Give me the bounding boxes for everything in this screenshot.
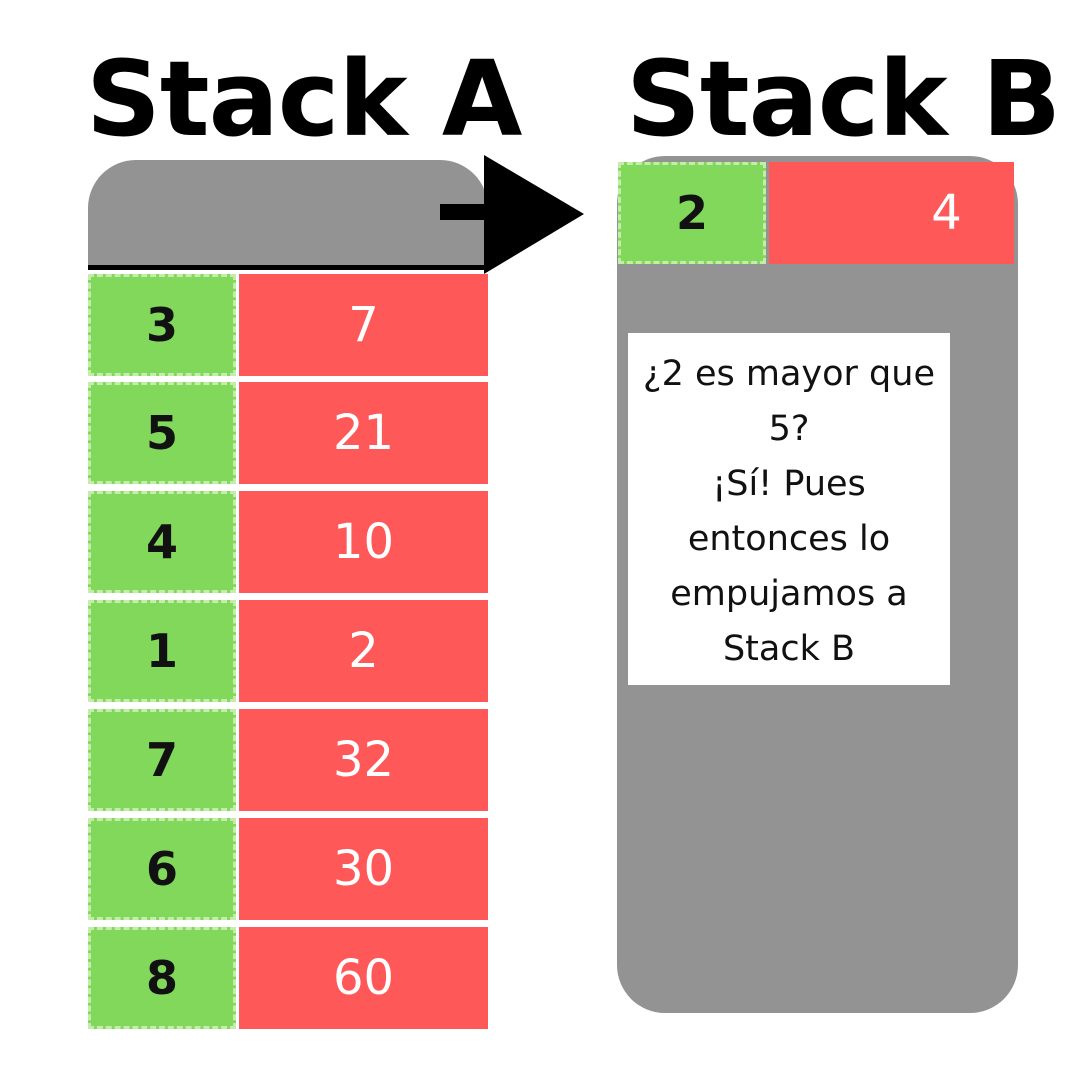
item-value: 10 bbox=[239, 491, 488, 593]
item-index: 7 bbox=[88, 709, 236, 811]
item-value: 30 bbox=[239, 818, 488, 920]
stack-a-item: 7 32 bbox=[88, 709, 488, 811]
item-index: 6 bbox=[88, 818, 236, 920]
item-index: 8 bbox=[88, 927, 236, 1029]
explanation-line: 5? bbox=[768, 409, 810, 449]
stack-a-item: 5 21 bbox=[88, 382, 488, 484]
explanation-line: ¡Sí! Pues bbox=[712, 464, 866, 504]
item-index: 3 bbox=[88, 274, 236, 376]
stack-a-item: 8 60 bbox=[88, 927, 488, 1029]
item-value: 21 bbox=[239, 382, 488, 484]
stack-a-container bbox=[88, 160, 488, 270]
item-value: 60 bbox=[239, 927, 488, 1029]
arrow-right-icon bbox=[440, 155, 584, 274]
explanation-line: entonces lo bbox=[687, 519, 891, 559]
stack-a-item: 3 7 bbox=[88, 274, 488, 376]
item-value: 2 bbox=[239, 600, 488, 702]
stack-a-item: 1 2 bbox=[88, 600, 488, 702]
explanation-box: ¿2 es mayor que 5? ¡Sí! Pues entonces lo… bbox=[628, 333, 950, 685]
item-value: 32 bbox=[239, 709, 488, 811]
item-index: 1 bbox=[88, 600, 236, 702]
item-index: 4 bbox=[88, 491, 236, 593]
item-value: 4 bbox=[769, 162, 1014, 264]
item-index: 2 bbox=[618, 162, 766, 264]
stack-a-item: 4 10 bbox=[88, 491, 488, 593]
item-index: 5 bbox=[88, 382, 236, 484]
stack-b-title: Stack B bbox=[626, 38, 1061, 160]
item-value: 7 bbox=[239, 274, 488, 376]
stack-a-top-line bbox=[88, 265, 488, 270]
explanation-line: empujamos a bbox=[670, 574, 908, 614]
stack-a-title: Stack A bbox=[86, 38, 522, 160]
stack-b-item: 2 4 bbox=[618, 162, 1014, 264]
explanation-line: ¿2 es mayor que bbox=[643, 354, 935, 394]
explanation-line: Stack B bbox=[722, 629, 856, 669]
stack-a-item: 6 30 bbox=[88, 818, 488, 920]
